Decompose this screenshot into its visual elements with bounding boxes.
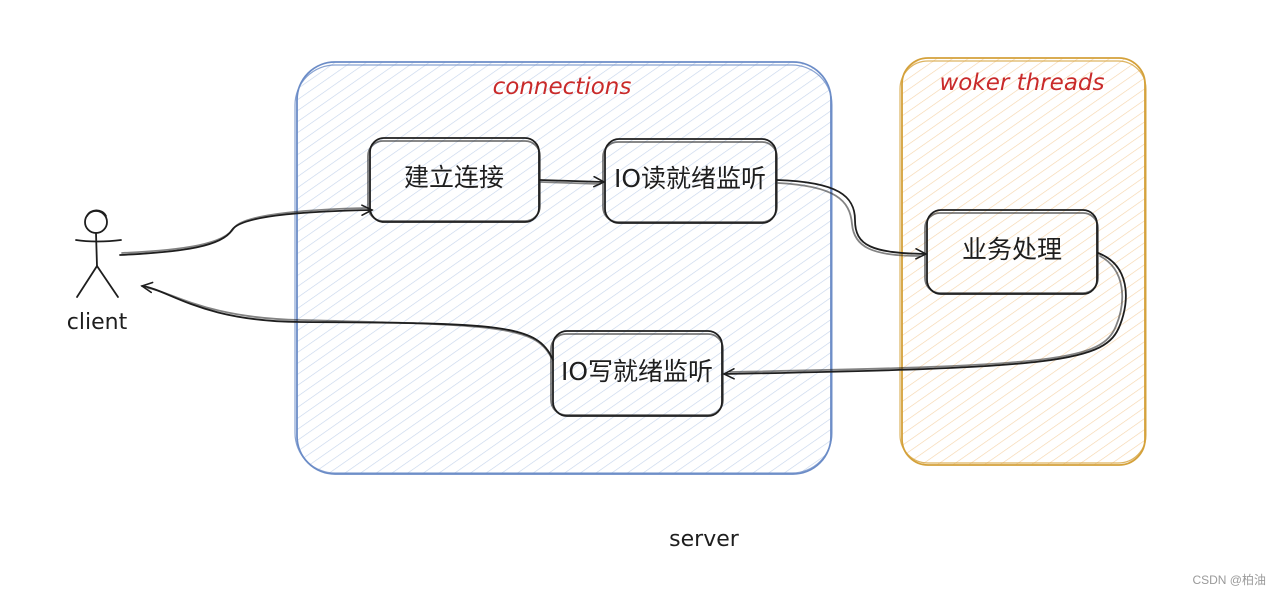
node-io-read-ready: IO读就绪监听: [602, 138, 778, 224]
node-io-read-ready-label: IO读就绪监听: [614, 164, 766, 193]
node-io-write-ready-label: IO写就绪监听: [561, 357, 713, 386]
edge-establish-to-io-read: [539, 175, 606, 188]
worker-threads-group-label: woker threads: [940, 70, 1105, 96]
node-business-processing-label: 业务处理: [962, 235, 1062, 264]
edges: [119, 175, 1127, 380]
client-label: client: [67, 310, 128, 335]
edge-io-read-to-business: [776, 179, 928, 260]
node-establish-connection-label: 建立连接: [404, 163, 504, 192]
connections-group-label: connections: [493, 74, 632, 100]
edge-business-to-io-write: [722, 252, 1127, 380]
connections-group: connections: [294, 61, 833, 475]
client-actor: client: [67, 209, 128, 335]
stick-figure-icon: [75, 209, 122, 298]
worker-threads-group: woker threads: [899, 57, 1147, 466]
server-caption: server: [669, 527, 740, 552]
node-establish-connection: 建立连接: [367, 137, 541, 223]
watermark: CSDN @柏油: [1192, 573, 1266, 587]
